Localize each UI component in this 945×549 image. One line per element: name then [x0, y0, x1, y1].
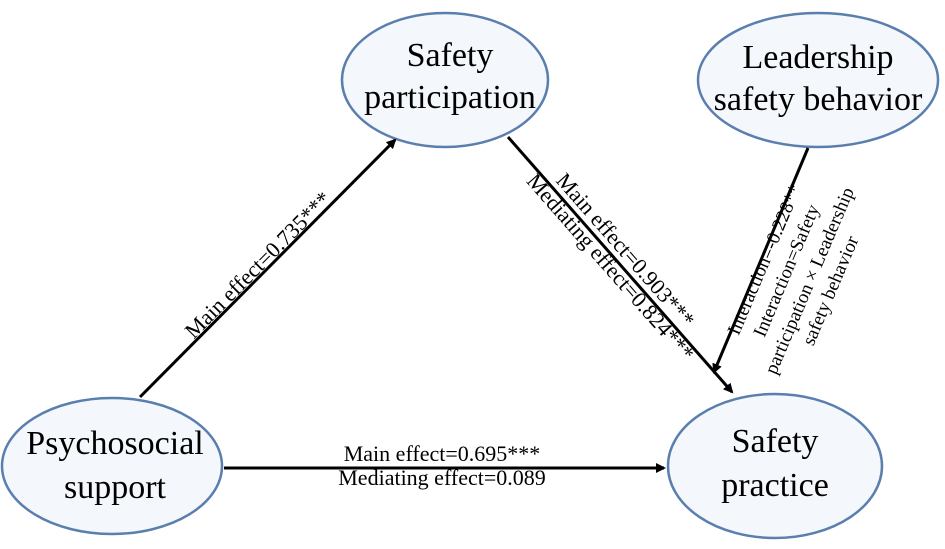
- node-label: practice: [721, 467, 829, 504]
- node-safety-participation: Safety participation: [340, 11, 550, 149]
- edge-label: Main effect=0.735***: [180, 186, 336, 343]
- edge-label: Main effect=0.903***: [551, 168, 699, 332]
- edge-label: Mediating effect=0.824***: [522, 168, 700, 365]
- node-label: safety behavior: [714, 81, 923, 118]
- edge-label: Main effect=0.695***: [344, 441, 541, 466]
- edge-support-to-participation: Main effect=0.735***: [138, 138, 397, 399]
- node-leadership-safety-behavior: Leadership safety behavior: [696, 11, 940, 149]
- edge-leadership-to-practice: Interaction=-0.228** Interaction=Safety …: [712, 147, 864, 377]
- node-label: Psychosocial: [26, 425, 204, 462]
- node-safety-practice: Safety practice: [666, 392, 884, 540]
- edge-label: Mediating effect=0.089: [338, 465, 546, 490]
- node-label: participation: [364, 79, 536, 116]
- edge-participation-to-practice: Main effect=0.903*** Mediating effect=0.…: [506, 136, 734, 394]
- node-label: Safety: [407, 37, 494, 74]
- arrow-line: [506, 136, 734, 394]
- node-psychosocial-support: Psychosocial support: [0, 396, 224, 536]
- node-label: support: [64, 469, 167, 506]
- node-label: Safety: [732, 423, 819, 460]
- edge-support-to-practice: Main effect=0.695*** Mediating effect=0.…: [224, 441, 666, 490]
- node-label: Leadership: [742, 39, 893, 76]
- arrow-line: [712, 147, 810, 374]
- arrow-line: [138, 138, 397, 399]
